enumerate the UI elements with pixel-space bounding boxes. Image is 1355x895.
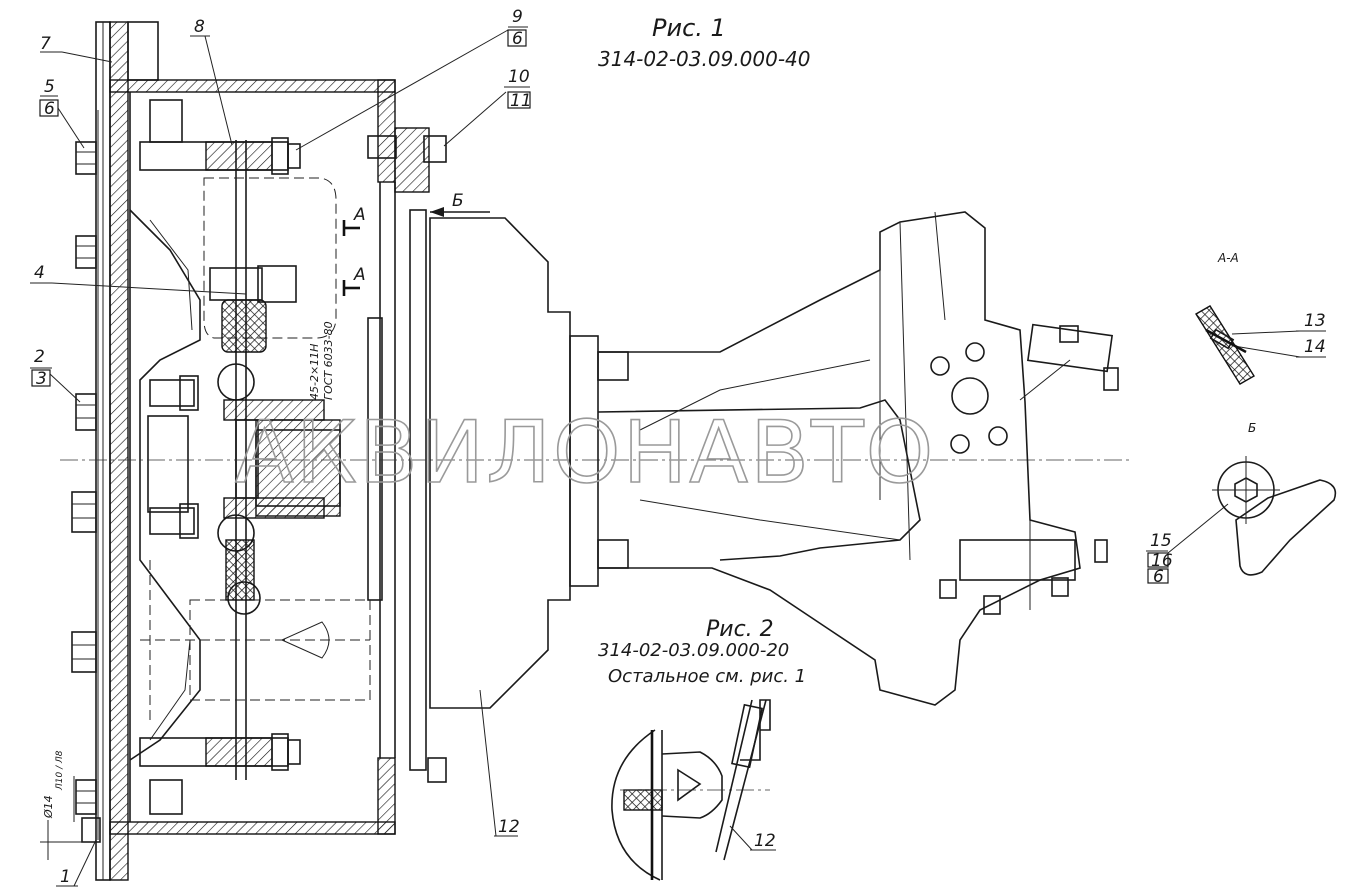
housing <box>109 79 430 835</box>
view-arrow-label: Б <box>452 191 464 211</box>
callout-10-sub: 11 <box>510 91 532 111</box>
gearbox-arm <box>597 211 1119 706</box>
spec-standard: ГОСТ 6033-80 <box>322 321 335 400</box>
section-aa-detail: А-А <box>1195 251 1255 385</box>
fig2-note: Остальное см. рис. 1 <box>608 666 806 687</box>
callout-5-sub: 6 <box>44 99 55 119</box>
section-marker-top: А <box>353 205 366 225</box>
section-markers: А А Б <box>342 191 490 296</box>
callout-2: 2 <box>34 347 45 367</box>
callout-9: 9 <box>512 7 523 27</box>
bolt-5 <box>75 141 97 175</box>
plate-bolts <box>71 110 101 843</box>
bolt-bottom <box>75 779 97 815</box>
callout-4: 4 <box>34 263 45 283</box>
callouts: 7 5 6 8 9 6 10 11 4 2 3 1 12 13 14 <box>30 7 1326 887</box>
callout-10: 10 <box>508 67 530 87</box>
section-marker-bottom: А <box>353 265 366 285</box>
coupling-assembly <box>139 99 371 815</box>
mounting-plate <box>95 21 159 881</box>
fig2-code: 314-02-03.09.000-20 <box>598 640 789 661</box>
bolt-mid <box>71 491 97 533</box>
bolt-upper <box>75 235 97 269</box>
section-aa-label: А-А <box>1217 251 1239 265</box>
callout-15-sub1: 16 <box>1151 551 1173 571</box>
bolt-lower <box>71 631 97 673</box>
view-b-detail: Б <box>1212 421 1337 576</box>
bolt-2 <box>75 393 97 431</box>
callout-2-sub: 3 <box>36 369 47 389</box>
callout-15-sub2: 6 <box>1153 567 1164 587</box>
callout-12-fig2: 12 <box>754 831 776 851</box>
callout-1: 1 <box>60 867 71 887</box>
callout-14: 14 <box>1304 337 1326 357</box>
fig1-code: 314-02-03.09.000-40 <box>598 47 811 71</box>
callout-8: 8 <box>194 17 205 37</box>
callout-9-sub: 6 <box>512 29 523 49</box>
callout-7: 7 <box>40 34 51 54</box>
figure-2: Рис. 2 314-02-03.09.000-20 Остальное см.… <box>598 617 806 881</box>
callout-13: 13 <box>1304 311 1326 331</box>
callout-5: 5 <box>44 77 55 97</box>
dimension-text: Ø14 <box>42 795 55 819</box>
dimension-tolerance: Л10 / Л8 <box>55 750 65 791</box>
view-b-label: Б <box>1248 421 1256 435</box>
watermark: АКВИЛОНАВТО <box>235 403 935 503</box>
callout-12: 12 <box>498 817 520 837</box>
fig1-title: Рис. 1 <box>652 14 726 42</box>
fig2-title: Рис. 2 <box>706 617 774 642</box>
callout-15: 15 <box>1150 531 1172 551</box>
spec-text: 45-2×11Н <box>308 344 321 400</box>
